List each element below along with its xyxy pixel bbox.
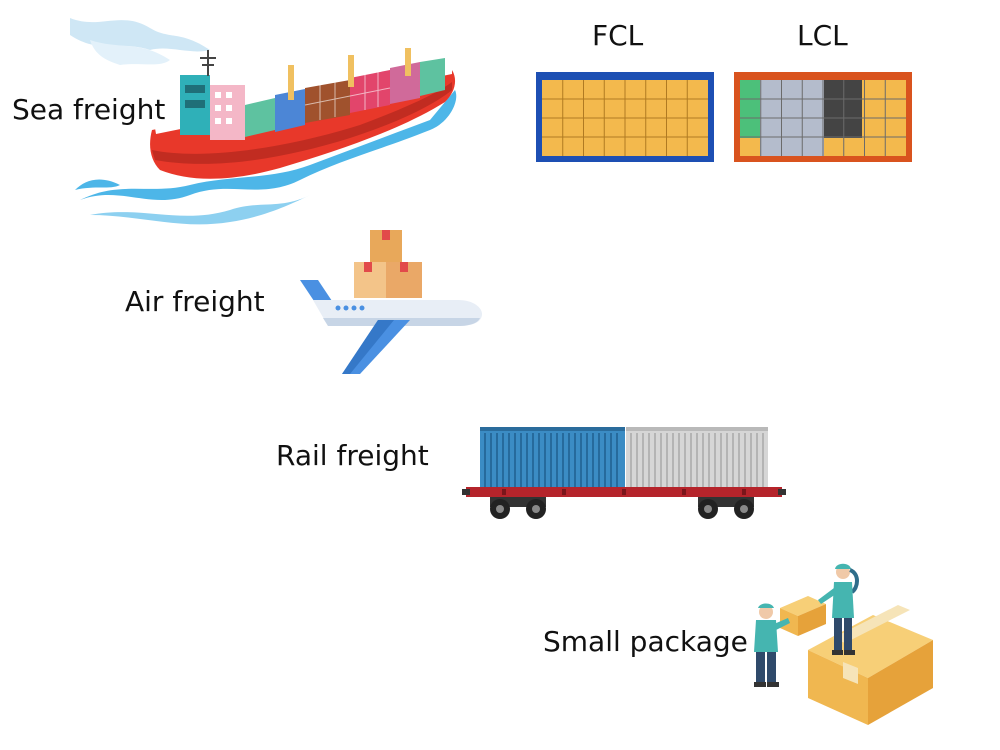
air-freight-label: Air freight — [125, 285, 265, 318]
fcl-container-icon — [536, 72, 714, 162]
lcl-container-icon — [734, 72, 912, 162]
rail-wagon-icon — [462, 425, 786, 525]
delivery-workers-icon — [748, 560, 938, 728]
container-ship-icon — [60, 10, 470, 230]
small-package-label: Small package — [543, 625, 748, 658]
sea-freight-label: Sea freight — [12, 93, 166, 126]
lcl-label: LCL — [797, 19, 848, 52]
cargo-plane-icon — [298, 228, 484, 378]
rail-freight-label: Rail freight — [276, 439, 429, 472]
fcl-label: FCL — [592, 19, 644, 52]
